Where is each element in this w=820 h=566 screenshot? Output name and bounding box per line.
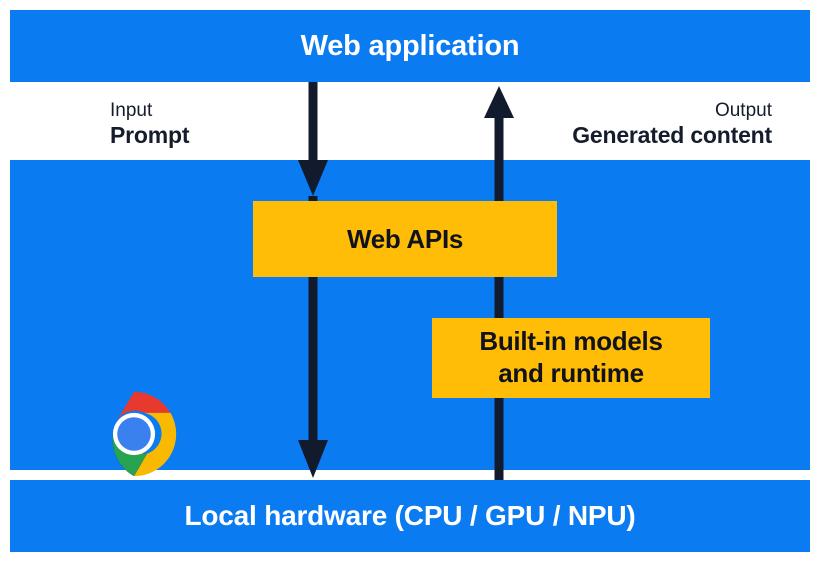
layer-local-hardware-label: Local hardware (CPU / GPU / NPU)	[184, 500, 636, 531]
chrome-logo-icon	[112, 391, 177, 477]
component-builtin-models-label: Built-in models and runtime	[479, 326, 663, 389]
component-builtin-models-line1: Built-in models	[479, 326, 663, 357]
annotation-input-kicker: Input	[110, 100, 153, 121]
annotation-output: Output Generated content	[572, 100, 772, 150]
component-web-apis[interactable]: Web APIs	[253, 201, 557, 277]
annotation-output-kicker: Output	[714, 100, 772, 121]
layer-web-application: Web application	[10, 10, 810, 82]
annotation-input-headline: Prompt	[110, 122, 190, 149]
component-web-apis-label: Web APIs	[346, 223, 464, 254]
component-builtin-models-line2: and runtime	[498, 358, 644, 388]
component-builtin-models[interactable]: Built-in models and runtime	[432, 318, 710, 398]
layer-web-application-label: Web application	[300, 29, 520, 62]
annotation-output-headline: Generated content	[572, 122, 772, 149]
layer-local-hardware: Local hardware (CPU / GPU / NPU)	[10, 480, 810, 552]
annotation-input: Input Prompt	[110, 100, 190, 150]
